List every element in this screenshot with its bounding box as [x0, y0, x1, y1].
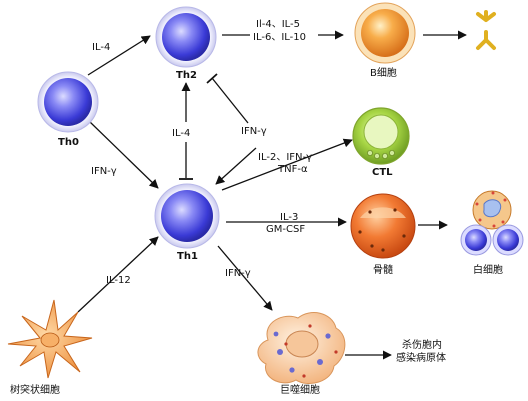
edge-th1-macrophage-label: IFN-γ [225, 268, 251, 279]
th1-label: Th1 [177, 251, 198, 262]
th1-cell [154, 183, 220, 249]
inhibit-ifn-line [211, 77, 249, 124]
bone-marrow-label: 骨髓 [373, 265, 393, 276]
edge-th2-b-label-2: IL-6、IL-10 [253, 32, 306, 43]
edge-ifn-label: IFN-γ [241, 126, 267, 137]
edge-th0-th2-label: IL-4 [92, 42, 111, 53]
edge-th2-b-label-1: Il-4、IL-5 [256, 19, 301, 30]
dendritic-label: 树突状细胞 [10, 385, 60, 396]
edge-th1-th2-label: IL-4 [172, 128, 191, 139]
edge-th1-ctl-label-1: IL-2、IFN-γ [258, 152, 313, 163]
th0-cell [37, 71, 99, 133]
edge-th1-ctl-label-2: TNF-α [278, 164, 308, 175]
outcome-line-1: 杀伤胞内 [402, 340, 442, 351]
outcome-line-2: 感染病原体 [396, 353, 446, 364]
bone-marrow-cell [350, 193, 416, 259]
edge-dendritic-th1-label: IL-12 [106, 275, 131, 286]
b-cell [354, 2, 416, 64]
b-cell-label: B细胞 [370, 68, 397, 79]
wbc-label: 白细胞 [473, 265, 503, 276]
th2-label: Th2 [176, 70, 197, 81]
arrow-th1-macrophage [217, 245, 273, 311]
inhibit-ifn-bar [206, 73, 218, 84]
macrophage-cell [257, 312, 346, 384]
arrow-th1-ctl [221, 138, 353, 191]
arrow-ifn-th1 [215, 147, 257, 185]
arrow-th0-th2 [87, 35, 151, 76]
arrow-dendritic-th1 [77, 236, 159, 313]
dendritic-cell [7, 299, 93, 379]
antibody-icon [476, 10, 496, 50]
ctl-cell [352, 107, 410, 165]
edge-th0-th1-label: IFN-γ [91, 166, 117, 177]
th2-cell [155, 6, 217, 68]
white-blood-cells [460, 190, 524, 256]
arrow-th0-th1 [89, 121, 159, 189]
ctl-label: CTL [372, 167, 393, 178]
edge-th1-marrow-label-2: GM-CSF [266, 224, 306, 235]
edge-th1-marrow-label-1: IL-3 [280, 212, 299, 223]
th0-label: Th0 [58, 137, 79, 148]
macrophage-label: 巨噬细胞 [280, 385, 320, 396]
